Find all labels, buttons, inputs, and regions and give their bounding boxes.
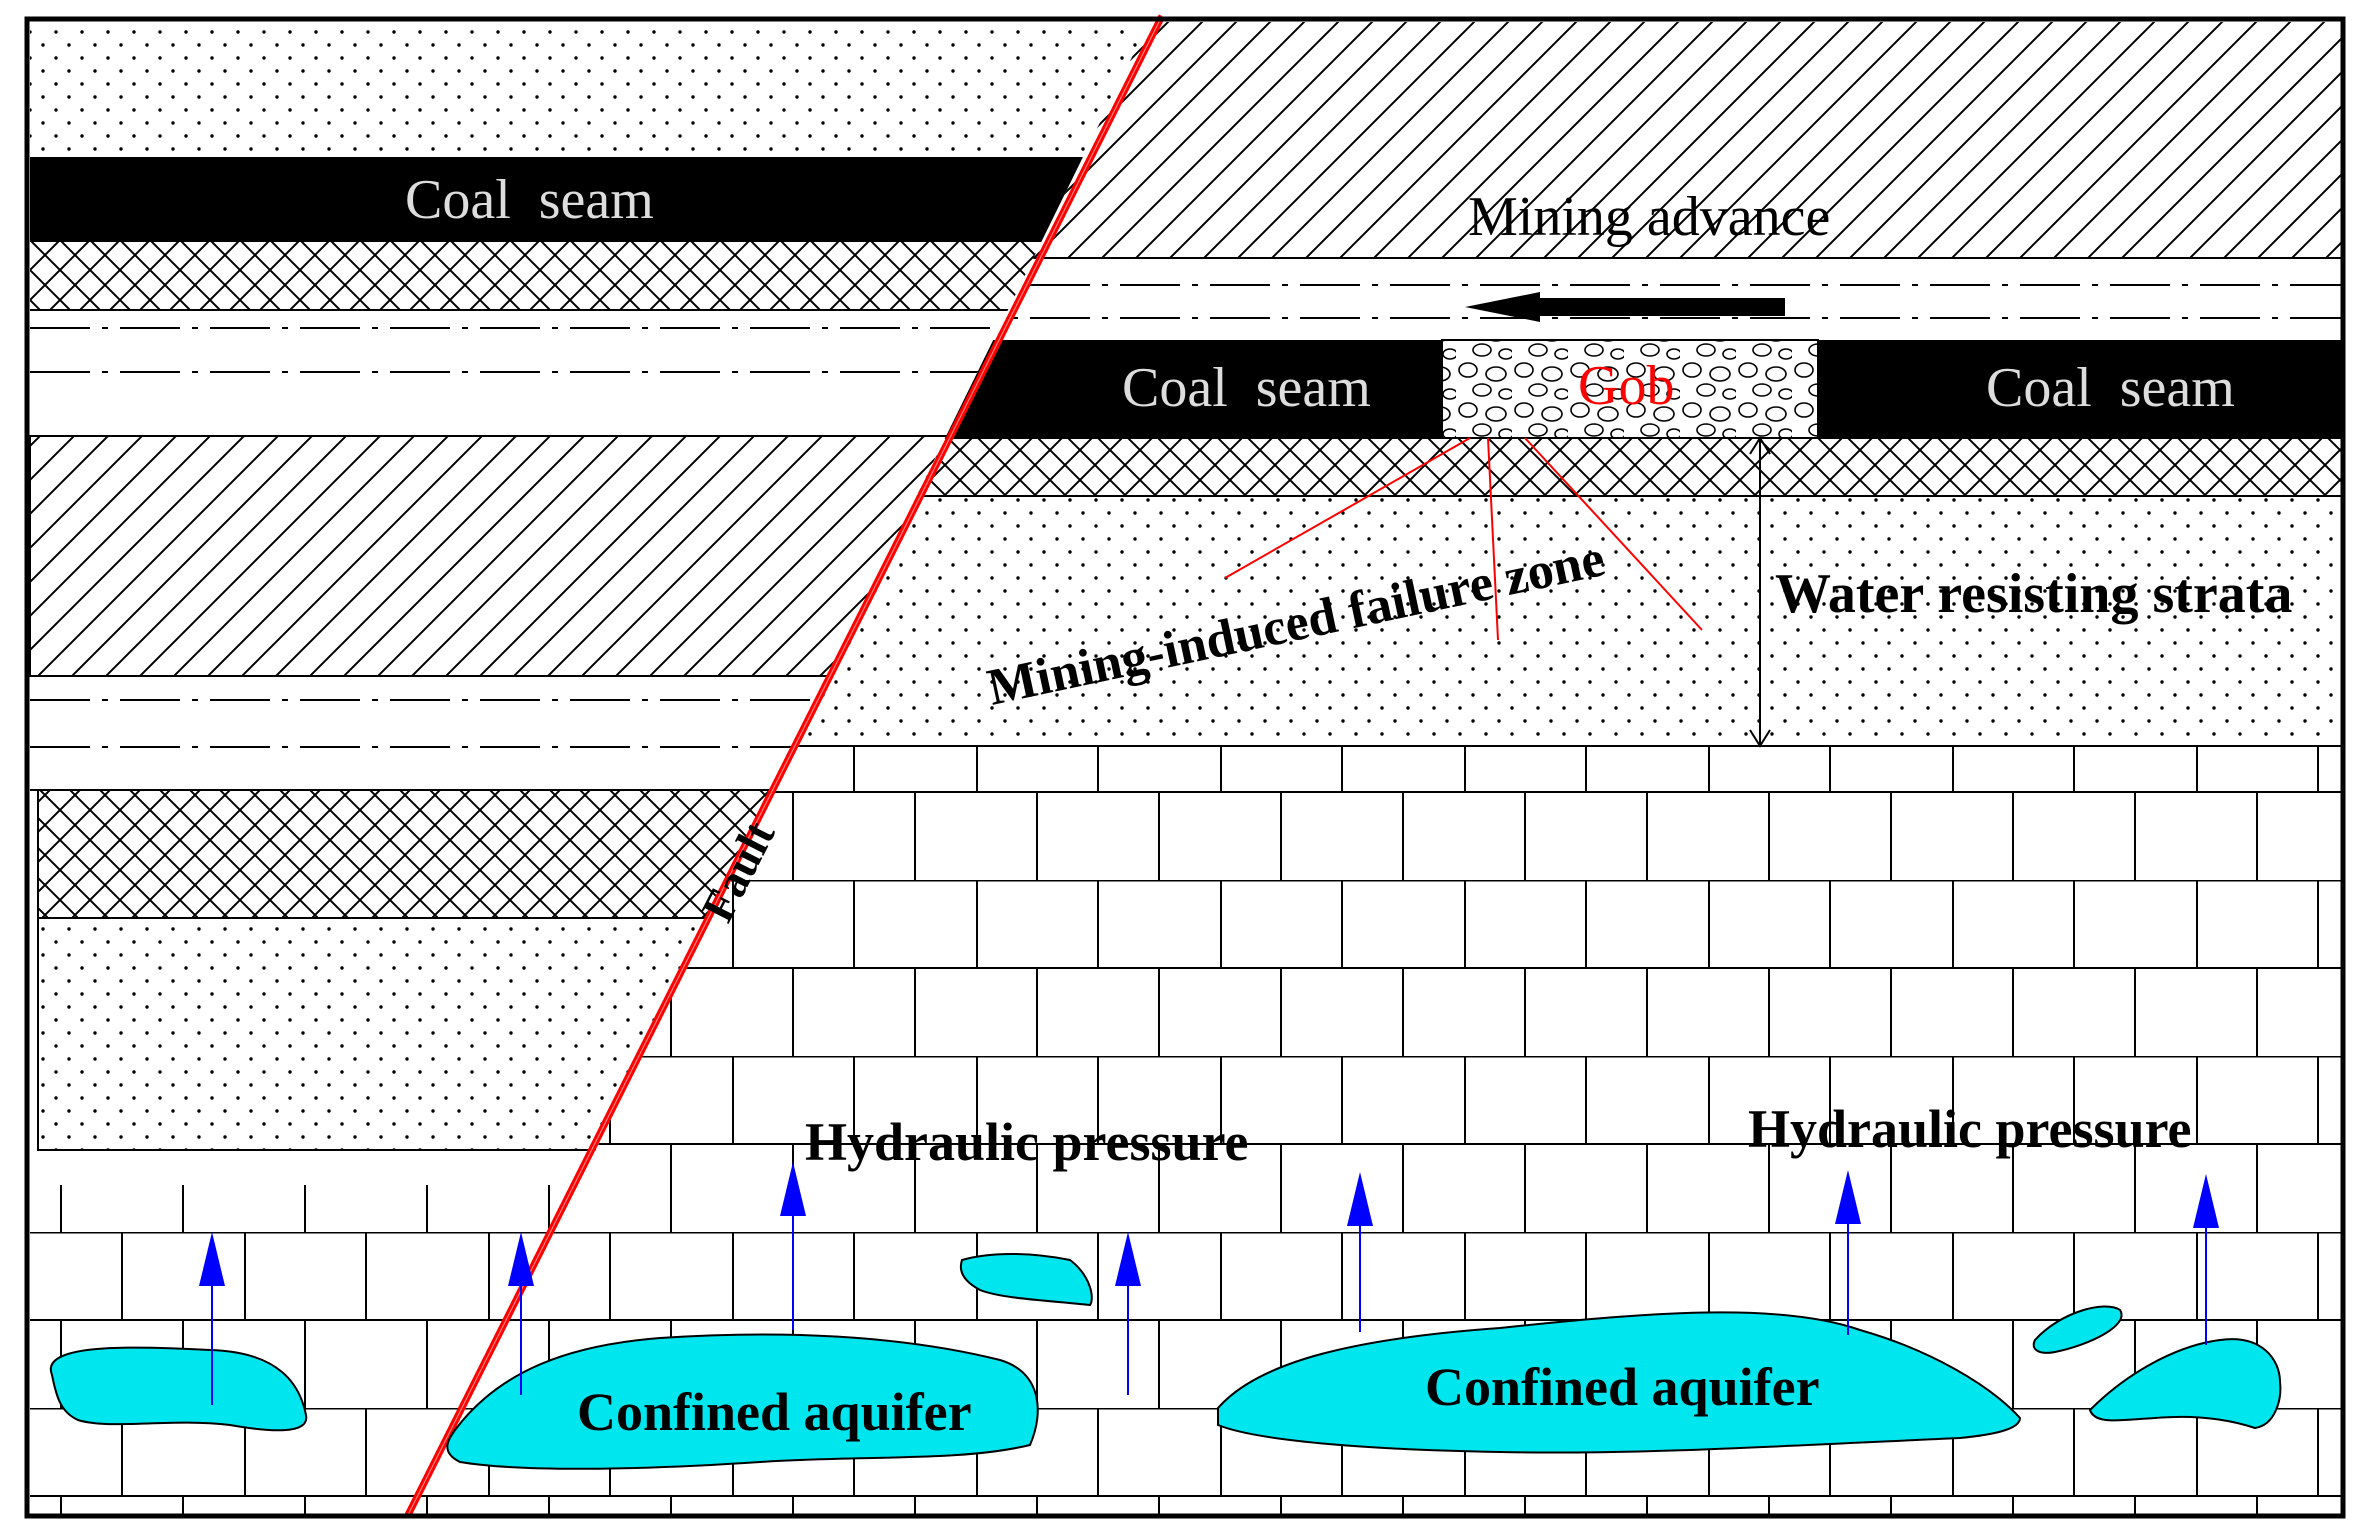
pressure-arrow (2193, 1174, 2219, 1345)
pressure-arrow (199, 1232, 225, 1405)
water-resisting-label: Water resisting strata (1775, 563, 2292, 625)
pressure-arrow (780, 1162, 806, 1330)
pressure-arrow (1347, 1172, 1373, 1332)
crosshatch-stratum (30, 242, 1160, 310)
aquifer-label-right: Confined aquifer (1425, 1357, 1820, 1417)
pressure-arrow (1115, 1232, 1141, 1395)
hydraulic-pressure-label-left: Hydraulic pressure (805, 1112, 1249, 1172)
aquifers (49, 1253, 2282, 1470)
failure-zone-lines (1224, 437, 1703, 641)
aquifer-lens (2032, 1305, 2123, 1354)
aquifer-lens (49, 1346, 308, 1432)
pressure-arrow (508, 1232, 534, 1395)
pressure-arrow (1835, 1170, 1861, 1335)
coal-seam-label-right: Coal seam (1986, 357, 2235, 419)
coal-seam-left (30, 157, 1160, 242)
strata-thickness-arrow (1749, 436, 1771, 748)
dotted-stratum (30, 22, 1160, 157)
aquifer-lens (2088, 1338, 2282, 1430)
aquifer-lens (960, 1253, 1093, 1307)
hydraulic-pressure-label-right: Hydraulic pressure (1748, 1099, 2192, 1159)
coal-seam-right (1818, 340, 2342, 438)
coal-seam-label-left: Coal seam (405, 169, 654, 231)
fault-line-inner (407, 15, 1163, 1516)
coal-seam-label-mid: Coal seam (1122, 357, 1371, 419)
gob-label: Gob (1578, 355, 1674, 417)
aquifer-lens (446, 1333, 1039, 1470)
gob-area (1441, 339, 1819, 439)
mining-advance-label: Mining advance (1468, 186, 1830, 248)
mining-advance-arrow (1465, 292, 1785, 322)
hydraulic-pressure-arrows (199, 1162, 2219, 1405)
diagram-frame (24, 16, 2346, 1519)
aquifer-lens (1217, 1311, 2022, 1454)
aquifer-label-left: Confined aquifer (577, 1382, 972, 1442)
